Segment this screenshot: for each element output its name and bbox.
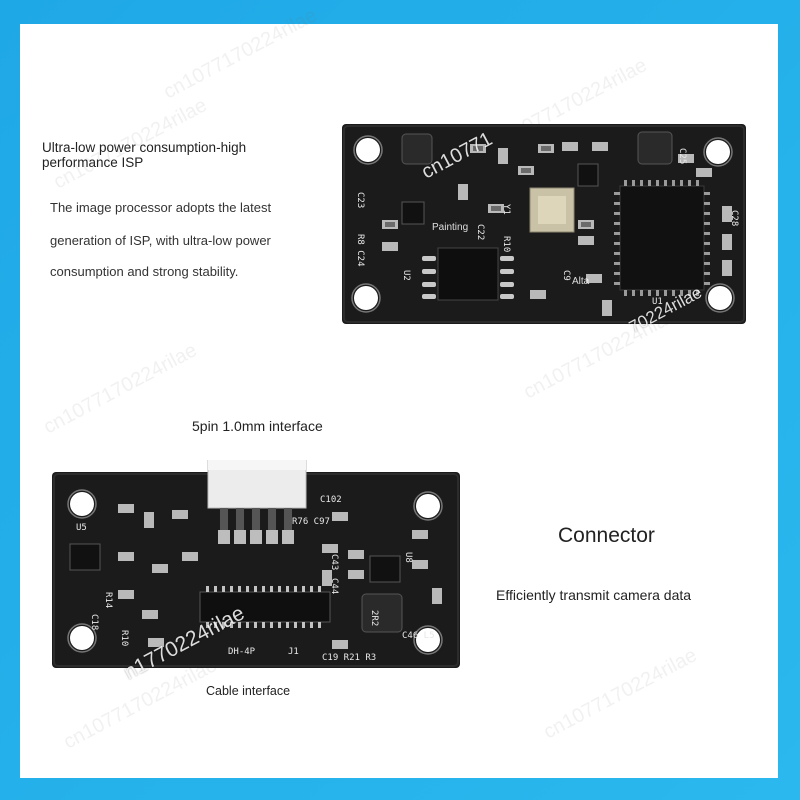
svg-text:J1: J1 xyxy=(288,647,299,657)
faint-watermark-3: cn1077170224rilae xyxy=(40,339,201,439)
connector-board-image: 2R2 U5 C102 R76 C97 C43 C44 U8 C46 L5 C1… xyxy=(52,460,460,670)
isp-heading: Ultra-low power consumption-high perform… xyxy=(42,140,247,170)
svg-text:C9: C9 xyxy=(561,270,571,281)
svg-text:C102: C102 xyxy=(320,495,342,505)
svg-text:2R2: 2R2 xyxy=(369,610,379,626)
svg-text:R14: R14 xyxy=(103,592,113,608)
cable-interface-label: Cable interface xyxy=(206,684,291,698)
svg-text:C18: C18 xyxy=(89,614,99,630)
faint-watermark-6: cn1077170224rilae xyxy=(540,644,701,744)
faint-watermark-7: cn1077170224rilae xyxy=(160,4,321,104)
interface-label: 5pin 1.0mm interface xyxy=(192,418,323,434)
overlay-watermark-painting: Painting xyxy=(432,222,469,233)
svg-text:U1: U1 xyxy=(652,297,663,307)
svg-text:U5: U5 xyxy=(76,523,87,533)
svg-text:C25: C25 xyxy=(677,148,687,164)
svg-text:C23: C23 xyxy=(355,192,365,208)
svg-text:R76 C97: R76 C97 xyxy=(292,517,330,527)
isp-board-image: C23 R8 C24 U2 C22 R10 Y1 C9 C25 C28 U1 xyxy=(342,124,746,324)
svg-text:U8: U8 xyxy=(403,552,413,563)
product-panel: cn1077170224rilae cn1077170224rilae cn10… xyxy=(20,4,778,778)
svg-text:C46 L5: C46 L5 xyxy=(402,631,435,641)
svg-text:C43: C43 xyxy=(329,554,339,570)
isp-description-line-3: consumption and strong stability. xyxy=(50,264,239,279)
isp-board-svg: C23 R8 C24 U2 C22 R10 Y1 C9 C25 C28 U1 xyxy=(342,124,746,324)
isp-description-line-2: generation of ISP, with ultra-low power xyxy=(50,233,271,248)
overlay-watermark-alta: Alta xyxy=(572,276,590,287)
svg-text:DH-4P: DH-4P xyxy=(228,647,256,657)
connector-title: Connector xyxy=(558,524,655,547)
svg-text:C22: C22 xyxy=(475,224,485,240)
svg-text:R8 C24: R8 C24 xyxy=(355,234,365,267)
svg-text:Y1: Y1 xyxy=(501,204,511,215)
connector-description: Efficiently transmit camera data xyxy=(496,587,692,603)
svg-text:R10: R10 xyxy=(119,630,129,646)
isp-description-line-1: The image processor adopts the latest xyxy=(50,200,272,215)
svg-text:U2: U2 xyxy=(401,270,411,281)
connector-board-svg: 2R2 U5 C102 R76 C97 C43 C44 U8 C46 L5 C1… xyxy=(52,460,460,668)
svg-text:C28: C28 xyxy=(729,210,739,226)
svg-text:C19 R21 R3: C19 R21 R3 xyxy=(322,653,376,663)
svg-text:C44: C44 xyxy=(329,578,339,594)
svg-text:R10: R10 xyxy=(501,236,511,252)
